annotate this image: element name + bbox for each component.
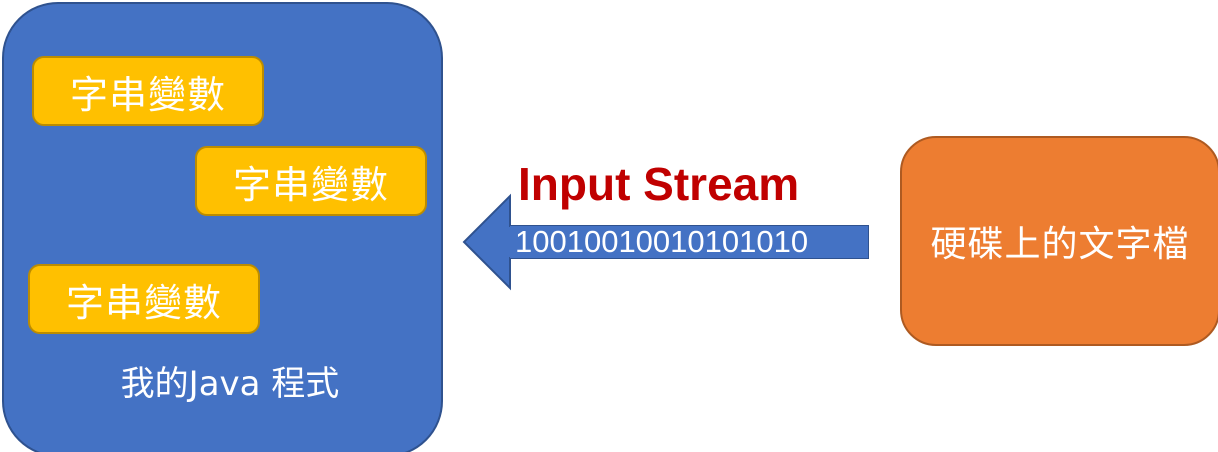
string-variable-box-2: 字串變數 (195, 146, 427, 216)
string-variable-box-3: 字串變數 (28, 264, 260, 334)
string-variable-box-1: 字串變數 (32, 56, 264, 126)
disk-text-file-box: 硬碟上的文字檔 (900, 136, 1218, 346)
java-program-caption: 我的Java 程式 (120, 364, 340, 404)
string-variable-label-3: 字串變數 (65, 280, 222, 325)
left-arrow-icon (462, 193, 869, 291)
disk-text-file-label: 硬碟上的文字檔 (930, 224, 1190, 265)
stream-bits-text: 10010010010101010 (515, 224, 809, 259)
string-variable-label-1: 字串變數 (69, 72, 226, 117)
input-stream-title: Input Stream (518, 158, 800, 210)
string-variable-label-2: 字串變數 (232, 162, 389, 207)
